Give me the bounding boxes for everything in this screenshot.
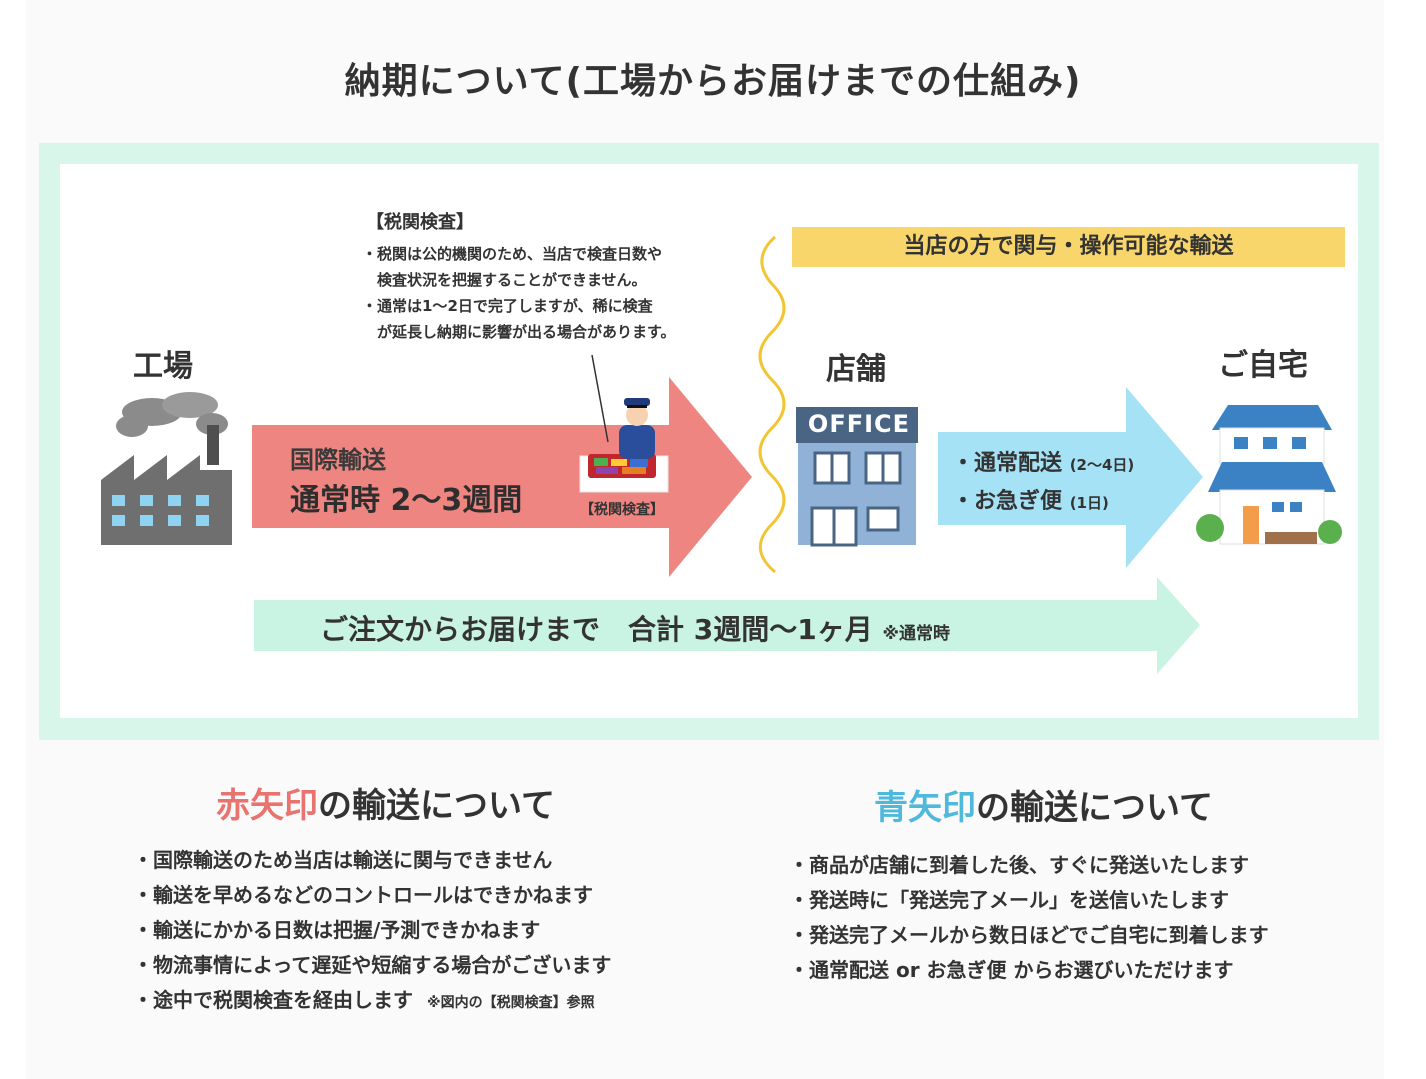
delivery-option-standard: ・通常配送 (2〜4日) [952, 445, 1134, 477]
customs-pointer-line [591, 354, 609, 443]
delivery-option-express: ・お急ぎ便 (1日) [952, 483, 1109, 515]
customs-tag: 【税関検査】 [580, 502, 664, 518]
list-item: 発送時に「発送完了メール」を送信いたします [789, 883, 1269, 918]
customs-officer-icon [579, 398, 669, 493]
wavy-divider [758, 235, 786, 574]
page-title: 納期について(工場からお届けまでの仕組み) [344, 61, 1082, 102]
store-label: 店舗 [826, 352, 886, 387]
total-duration-text: ご注文からお届けまで 合計 3週間〜1ヶ月 [320, 613, 873, 646]
blue-arrow [938, 387, 1203, 568]
home-label: ご自宅 [1218, 348, 1308, 383]
total-duration: ご注文からお届けまで 合計 3週間〜1ヶ月 ※通常時 [320, 608, 950, 648]
list-item-note: ※図内の【税関検査】参照 [427, 995, 595, 1011]
factory-icon [101, 392, 232, 545]
heading-suffix: の輸送について [976, 788, 1213, 828]
store-control-banner: 当店の方で関与・操作可能な輸送 [792, 227, 1345, 267]
delivery-option-label: ・通常配送 [952, 451, 1063, 476]
blue-section-list: 商品が店舗に到着した後、すぐに発送いたします 発送時に「発送完了メール」を送信い… [789, 848, 1269, 988]
customs-box-notes: ・税関は公的機関のため、当店で検査日数や 検査状況を把握することができません。 … [362, 241, 676, 345]
delivery-option-note: (1日) [1069, 494, 1109, 512]
customs-note-line: ・通常は1〜2日で完了しますが、稀に検査 [362, 297, 653, 315]
red-arrow-title: 国際輸送 [290, 446, 386, 474]
office-building-icon [796, 407, 918, 547]
list-item: 途中で税関検査を経由します※図内の【税関検査】参照 [133, 983, 611, 1018]
list-item: 輸送にかかる日数は把握/予測できかねます [133, 913, 611, 948]
factory-label: 工場 [133, 349, 193, 384]
office-sign: OFFICE [807, 410, 911, 438]
blue-section-heading: 青矢印の輸送について [874, 780, 1213, 829]
customs-note-line: ・税関は公的機関のため、当店で検査日数や [362, 245, 663, 263]
list-item: 国際輸送のため当店は輸送に関与できません [133, 843, 611, 878]
total-arrow [254, 577, 1200, 674]
house-icon [1196, 405, 1342, 545]
red-section-list: 国際輸送のため当店は輸送に関与できません 輸送を早めるなどのコントロールはできか… [133, 843, 611, 1018]
red-arrow-duration: 通常時 2〜3週間 [290, 483, 523, 518]
red-section-heading: 赤矢印の輸送について [216, 778, 555, 827]
total-duration-note: ※通常時 [882, 624, 950, 644]
list-item: 発送完了メールから数日ほどでご自宅に到着します [789, 918, 1269, 953]
list-item: 輸送を早めるなどのコントロールはできかねます [133, 878, 611, 913]
delivery-option-note: (2〜4日) [1069, 456, 1135, 474]
customs-note-line: が延長し納期に影響が出る場合があります。 [362, 323, 676, 341]
red-arrow-keyword: 赤矢印 [216, 786, 318, 826]
list-item: 通常配送 or お急ぎ便 からお選びいただけます [789, 953, 1269, 988]
customs-box-title: 【税関検査】 [366, 212, 474, 233]
blue-arrow-keyword: 青矢印 [874, 788, 976, 828]
list-item: 物流事情によって遅延や短縮する場合がございます [133, 948, 611, 983]
heading-suffix: の輸送について [318, 786, 555, 826]
customs-note-line: 検査状況を把握することができません。 [362, 271, 647, 289]
delivery-option-label: ・お急ぎ便 [952, 489, 1063, 514]
list-item: 商品が店舗に到着した後、すぐに発送いたします [789, 848, 1269, 883]
